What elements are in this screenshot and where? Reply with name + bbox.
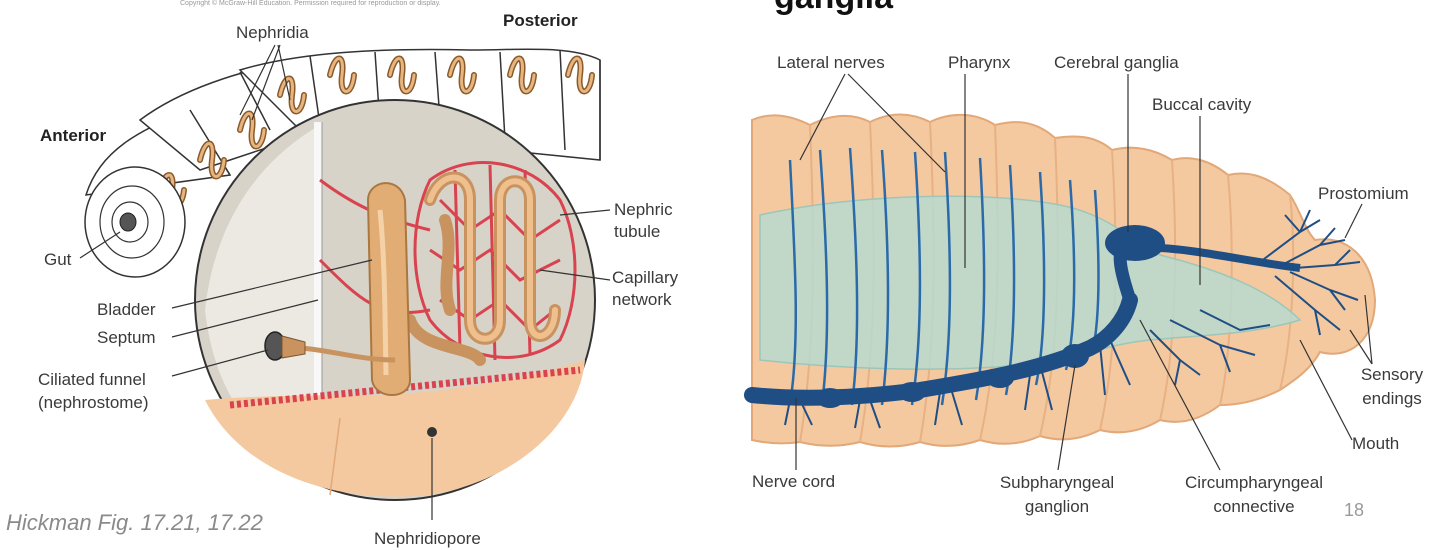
label-buccal-cavity: Buccal cavity xyxy=(1152,95,1252,114)
ciliated-funnel xyxy=(264,331,306,361)
label-prostomium: Prostomium xyxy=(1318,184,1409,203)
nephridiopore xyxy=(427,427,437,437)
label-septum: Septum xyxy=(97,328,156,347)
label-circumpharyngeal-line1: Circumpharyngeal xyxy=(1185,473,1323,492)
figure-citation: Hickman Fig. 17.21, 17.22 xyxy=(6,510,263,535)
left-leader-lines xyxy=(79,44,611,520)
cutaway-circle xyxy=(194,99,596,501)
label-ciliated-funnel-line2: (nephrostome) xyxy=(38,393,149,412)
label-nephridia: Nephridia xyxy=(236,23,309,42)
label-nephric-tubule-line2: tubule xyxy=(614,222,661,241)
label-circumpharyngeal-line2: connective xyxy=(1213,497,1295,516)
label-nephridiopore: Nephridiopore xyxy=(374,529,481,548)
label-nerve-cord: Nerve cord xyxy=(752,472,836,491)
label-lateral-nerves: Lateral nerves xyxy=(777,53,885,72)
label-sensory-endings-line1: Sensory xyxy=(1360,365,1424,384)
label-subpharyngeal-line1: Subpharyngeal xyxy=(999,473,1115,492)
slide-title: ganglia xyxy=(774,0,893,17)
label-subpharyngeal-line2: ganglion xyxy=(1024,497,1090,516)
label-pharynx: Pharynx xyxy=(948,53,1011,72)
page-number: 18 xyxy=(1344,500,1365,520)
label-sensory-endings-line2: endings xyxy=(1362,389,1422,408)
label-posterior: Posterior xyxy=(503,11,578,30)
label-ciliated-funnel-line1: Ciliated funnel xyxy=(38,370,146,389)
label-cerebral-ganglia: Cerebral ganglia xyxy=(1054,53,1179,72)
right-leader-lines xyxy=(795,73,1373,471)
label-mouth: Mouth xyxy=(1352,434,1400,453)
label-gut: Gut xyxy=(44,250,72,269)
pharynx xyxy=(759,195,1302,370)
label-capillary-network-line1: Capillary xyxy=(612,268,679,287)
label-capillary-network-line2: network xyxy=(612,290,672,309)
copyright-notice: Copyright © McGraw-Hill Education. Permi… xyxy=(180,0,441,7)
label-nephric-tubule-line1: Nephric xyxy=(614,200,673,219)
cerebral-ganglia xyxy=(1105,225,1165,261)
anterior-end xyxy=(84,166,186,278)
label-anterior: Anterior xyxy=(40,126,107,145)
bladder xyxy=(366,182,412,396)
label-bladder: Bladder xyxy=(97,300,156,319)
sensory-endings xyxy=(1149,209,1361,386)
